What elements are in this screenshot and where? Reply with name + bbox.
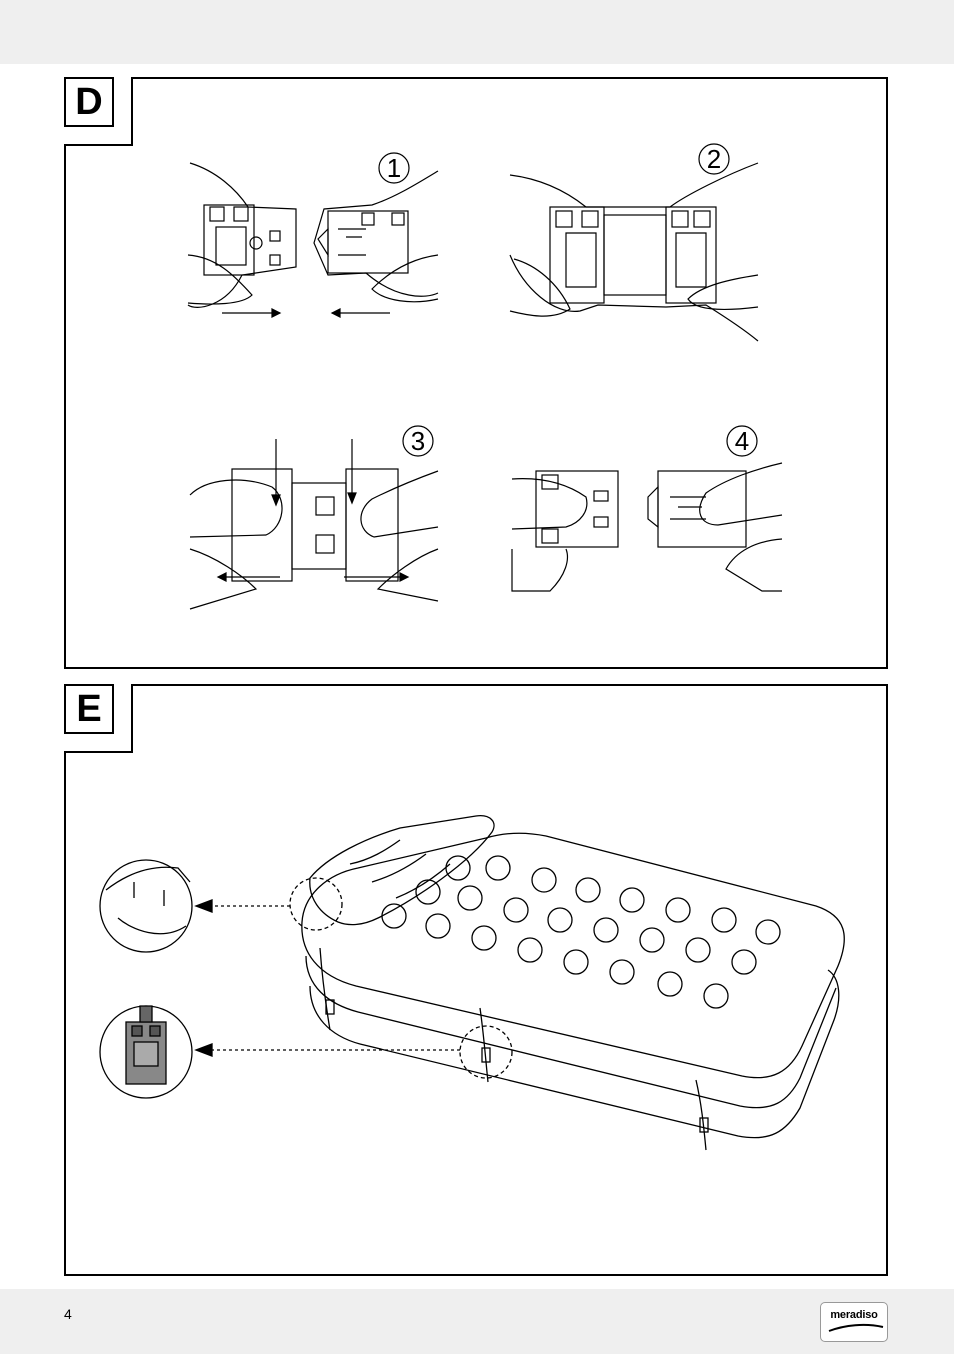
buckle-illustration	[536, 471, 618, 547]
step-3-figure: 3	[190, 426, 438, 609]
strap	[696, 1080, 706, 1150]
detail-bubble-pillow	[100, 860, 192, 952]
step-1-figure: 1	[188, 153, 438, 317]
step-4-number: 4	[735, 426, 749, 456]
hand-illustration	[361, 471, 438, 537]
step-2-figure: 2	[510, 144, 758, 341]
hand-illustration	[510, 255, 758, 341]
bottom-band	[0, 1289, 954, 1354]
step-1-number: 1	[387, 153, 401, 183]
figure-e-panel: E	[64, 684, 888, 1276]
buckle-illustration	[232, 469, 292, 581]
step-4-figure: 4	[512, 426, 782, 591]
mattress-illustration	[66, 686, 890, 1278]
top-band	[0, 0, 954, 64]
page-number: 4	[64, 1306, 72, 1322]
brand-logo: meradiso	[820, 1302, 888, 1342]
hand-illustration	[314, 171, 438, 296]
step-2-number: 2	[707, 144, 721, 174]
hand-illustration	[190, 480, 282, 537]
strap	[480, 1008, 488, 1082]
logo-swoosh-icon	[821, 1303, 889, 1343]
figure-d-panel: D 1	[64, 77, 888, 669]
hand-illustration	[700, 463, 782, 525]
mattress-top	[302, 833, 844, 1077]
arrow-icon	[196, 900, 212, 912]
arrow-icon	[196, 1044, 212, 1056]
step-3-number: 3	[411, 426, 425, 456]
strap	[320, 948, 330, 1030]
hand-illustration	[512, 479, 587, 529]
buckle-steps-illustration: 1	[66, 79, 890, 671]
